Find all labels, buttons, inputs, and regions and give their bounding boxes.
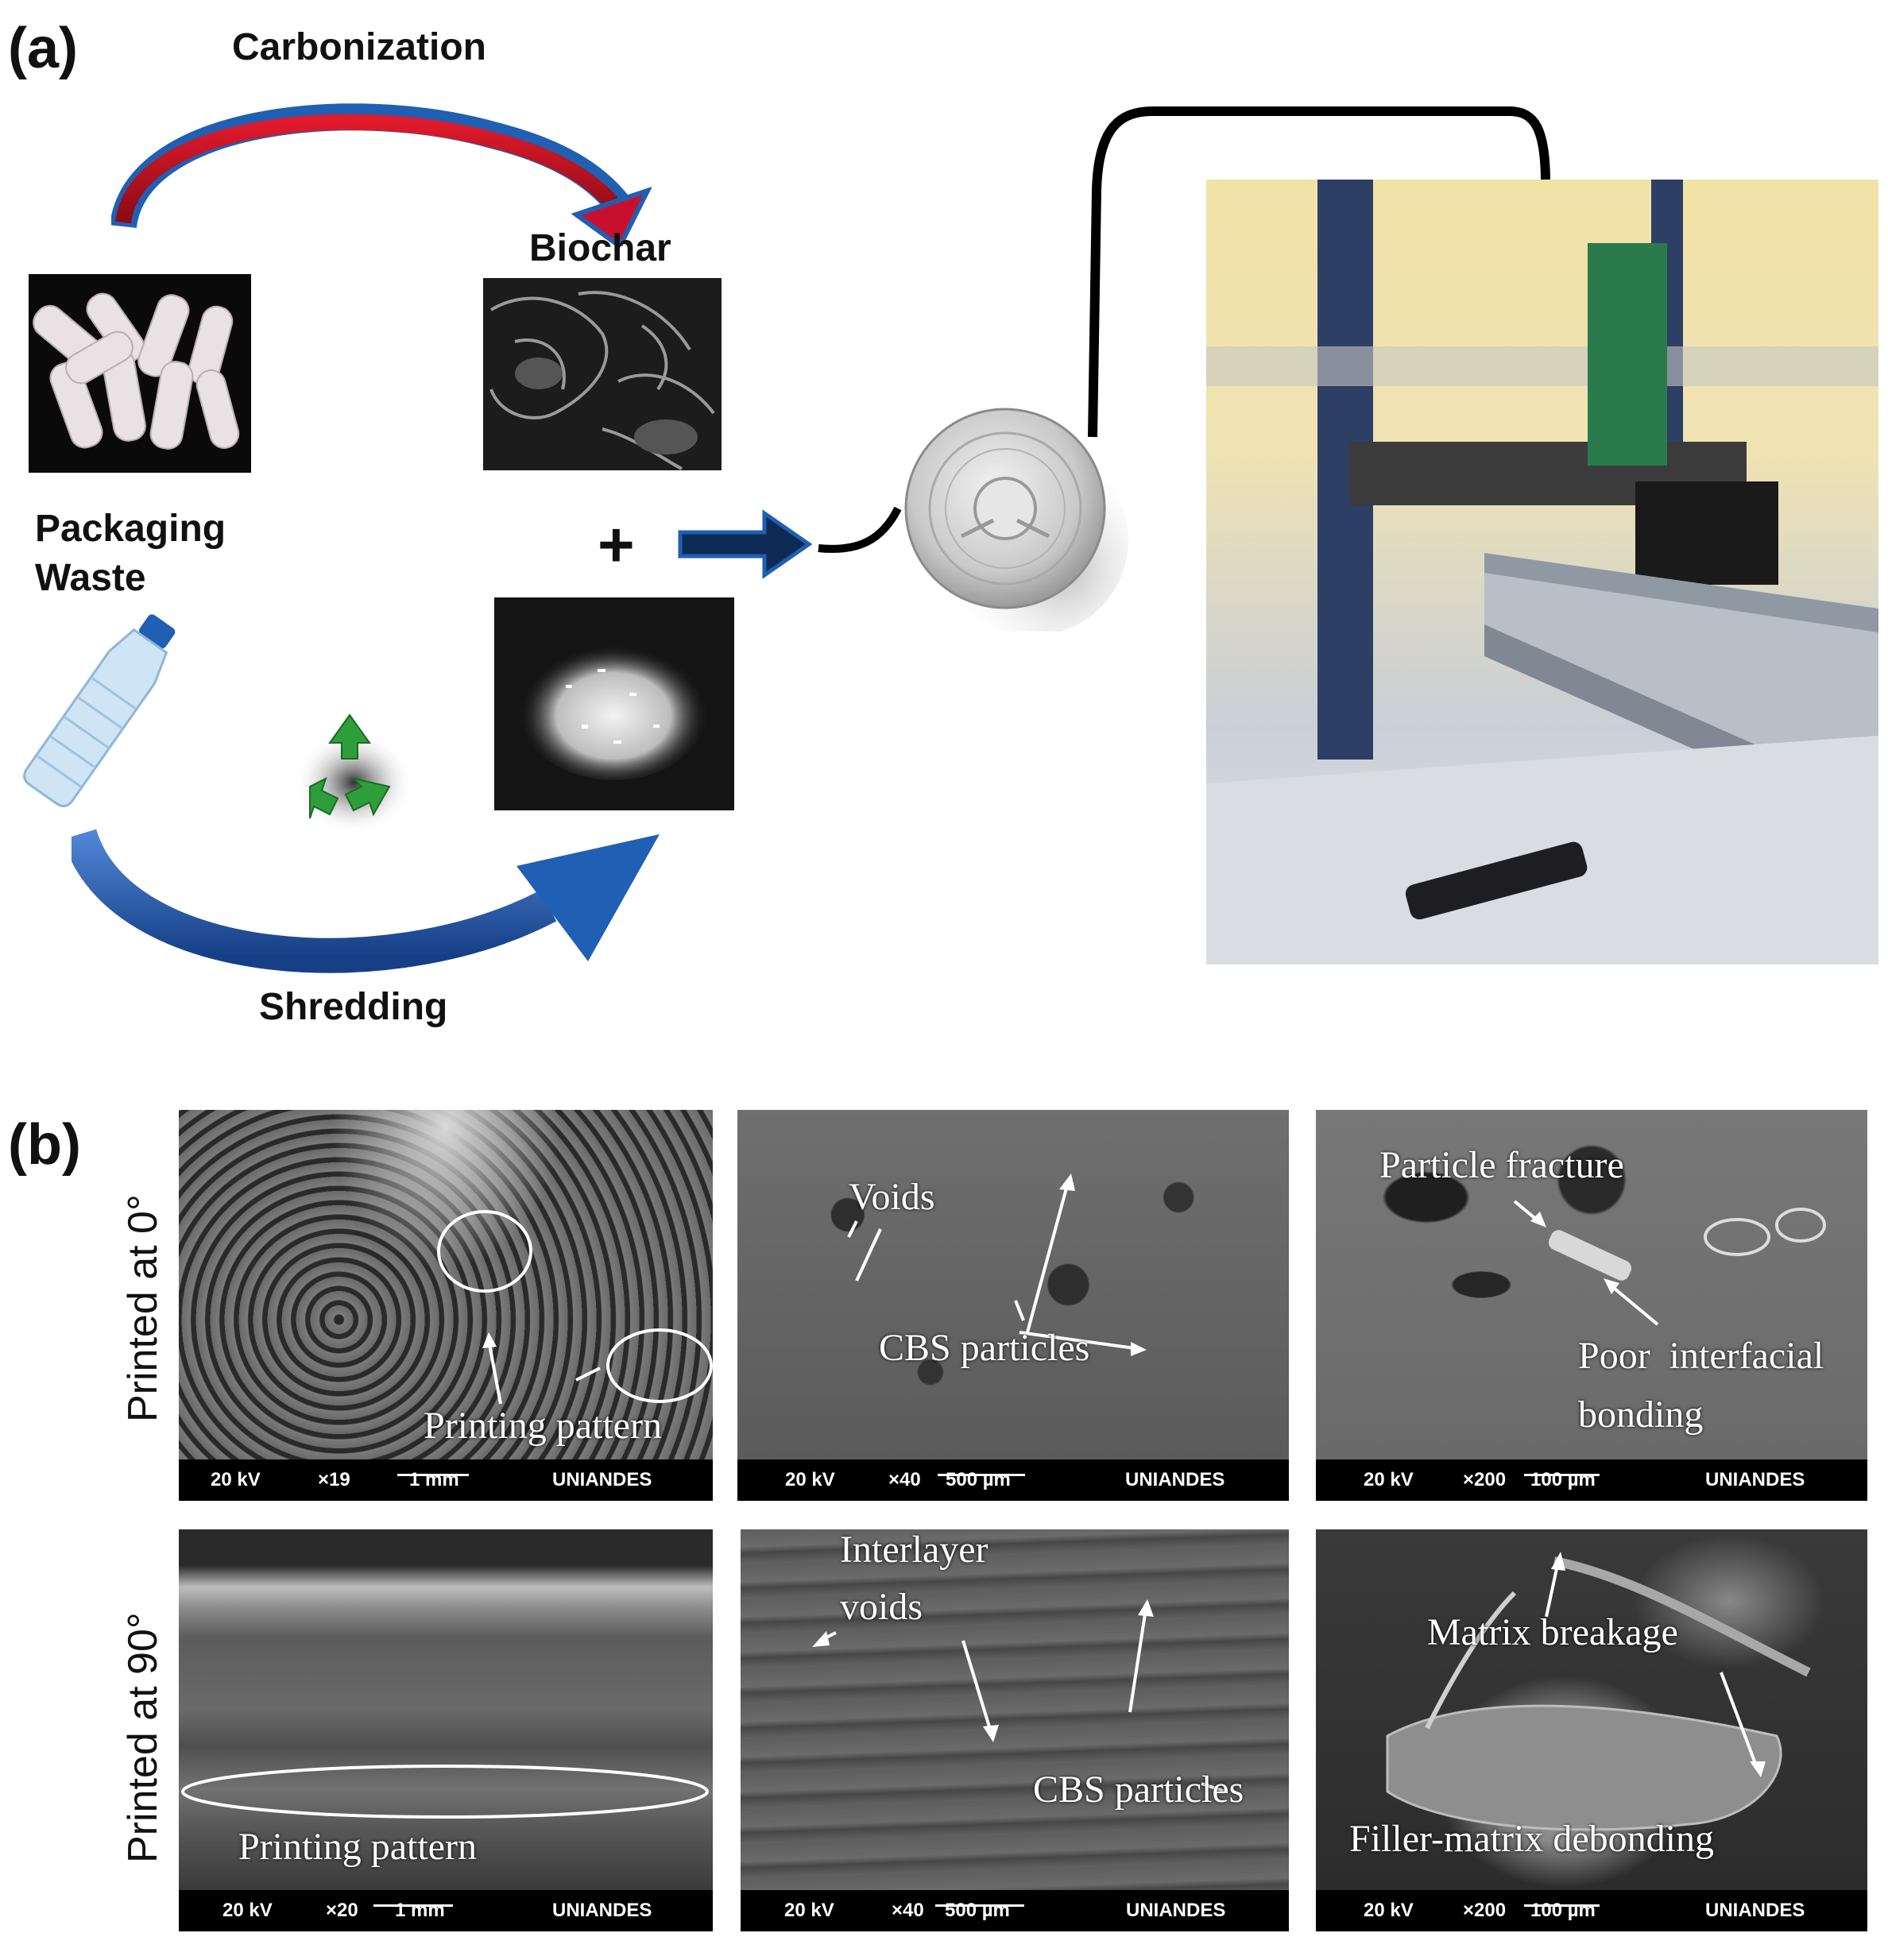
annotation-cbs-particles: CBS particles	[1033, 1769, 1244, 1811]
sem-magnification: ×20	[326, 1900, 358, 1921]
annotation-voids: Voids	[849, 1176, 935, 1218]
plus-sign: +	[598, 509, 635, 580]
packaging-waste-photo	[29, 274, 251, 473]
panel-a-label: (a)	[8, 17, 78, 80]
sem-magnification: ×200	[1463, 1469, 1507, 1490]
biochar-sem-photo	[483, 278, 722, 470]
plastic-bottle-icon	[23, 614, 176, 808]
sem-micrograph-0deg-x40: Voids CBS particles 20 kV ×40 500 µm UNI…	[737, 1110, 1289, 1501]
sem-micrograph-90deg-x200: Matrix breakage Filler-matrix debonding …	[1316, 1529, 1867, 1931]
shredding-label: Shredding	[259, 986, 448, 1028]
sem-voltage: 20 kV	[785, 1469, 835, 1490]
sem-micrograph-90deg-x20: Printing pattern 20 kV ×20 1 mm UNIANDES	[179, 1529, 713, 1931]
sem-scale-label: 500 µm	[945, 1900, 1010, 1921]
sem-voltage: 20 kV	[1364, 1900, 1414, 1921]
sem-institution: UNIANDES	[1705, 1900, 1805, 1921]
annotation-filler-matrix-debonding: Filler-matrix debonding	[1349, 1818, 1714, 1860]
sem-institution: UNIANDES	[1125, 1469, 1225, 1490]
annotation-poor-interfacial: Poor interfacial	[1578, 1335, 1824, 1377]
sem-micrograph-90deg-x40: Interlayer voids CBS particles 20 kV ×40…	[741, 1529, 1289, 1931]
sem-info-bar: 20 kV ×20 1 mm UNIANDES	[179, 1890, 713, 1931]
sem-magnification: ×40	[888, 1469, 921, 1490]
shredded-plastic-photo	[494, 597, 734, 810]
filament-line	[818, 106, 1550, 553]
sem-institution: UNIANDES	[1126, 1900, 1226, 1921]
sem-info-bar: 20 kV ×40 500 µm UNIANDES	[737, 1459, 1289, 1501]
annotation-printing-pattern: Printing pattern	[238, 1826, 477, 1868]
sem-info-bar: 20 kV ×200 100 µm UNIANDES	[1316, 1890, 1867, 1931]
sem-scale-label: 1 mm	[395, 1900, 445, 1921]
annotation-voids: voids	[840, 1586, 923, 1628]
packaging-waste-label-line2: Waste	[35, 557, 146, 599]
annotation-printing-pattern: Printing pattern	[424, 1405, 662, 1447]
sem-voltage: 20 kV	[222, 1900, 273, 1921]
row-label-90deg: Printed at 90°	[120, 1612, 166, 1863]
packaging-waste-label-line1: Packaging	[35, 508, 226, 550]
annotation-interlayer: Interlayer	[840, 1529, 988, 1571]
carbonization-label: Carbonization	[232, 26, 486, 68]
annotation-cbs-particles: CBS particles	[879, 1327, 1090, 1369]
sem-magnification: ×40	[892, 1900, 924, 1921]
row-label-0deg: Printed at 0°	[120, 1194, 166, 1422]
sem-scale-label: 100 µm	[1530, 1469, 1596, 1490]
sem-magnification: ×200	[1463, 1900, 1507, 1921]
panel-b-label: (b)	[8, 1113, 81, 1177]
annotation-particle-fracture: Particle fracture	[1379, 1144, 1624, 1186]
sem-voltage: 20 kV	[1364, 1469, 1414, 1490]
sem-scale-label: 500 µm	[946, 1469, 1011, 1490]
annotation-matrix-breakage: Matrix breakage	[1427, 1611, 1678, 1653]
sem-micrograph-0deg-x200: Particle fracture Poor interfacial bondi…	[1316, 1110, 1867, 1501]
sem-micrograph-0deg-x19: Printing pattern 20 kV ×19 1 mm UNIANDES	[179, 1110, 713, 1501]
sem-info-bar: 20 kV ×40 500 µm UNIANDES	[741, 1890, 1289, 1931]
annotation-bonding: bonding	[1578, 1394, 1704, 1436]
sem-scale-label: 1 mm	[409, 1469, 459, 1490]
sem-institution: UNIANDES	[552, 1900, 652, 1921]
carbonization-arrow	[111, 103, 652, 246]
feed-arrow	[678, 509, 812, 579]
3d-printer-photo	[1206, 180, 1878, 965]
recycle-icon	[294, 713, 413, 834]
sem-voltage: 20 kV	[211, 1469, 261, 1490]
biochar-label: Biochar	[529, 227, 671, 269]
sem-institution: UNIANDES	[1705, 1469, 1805, 1490]
sem-magnification: ×19	[318, 1469, 350, 1490]
sem-institution: UNIANDES	[552, 1469, 652, 1490]
sem-info-bar: 20 kV ×19 1 mm UNIANDES	[179, 1459, 713, 1501]
sem-voltage: 20 kV	[784, 1900, 834, 1921]
shredding-arrow	[72, 828, 660, 973]
filament-spool	[898, 401, 1128, 636]
sem-info-bar: 20 kV ×200 100 µm UNIANDES	[1316, 1459, 1867, 1501]
sem-scale-label: 100 µm	[1530, 1900, 1596, 1921]
